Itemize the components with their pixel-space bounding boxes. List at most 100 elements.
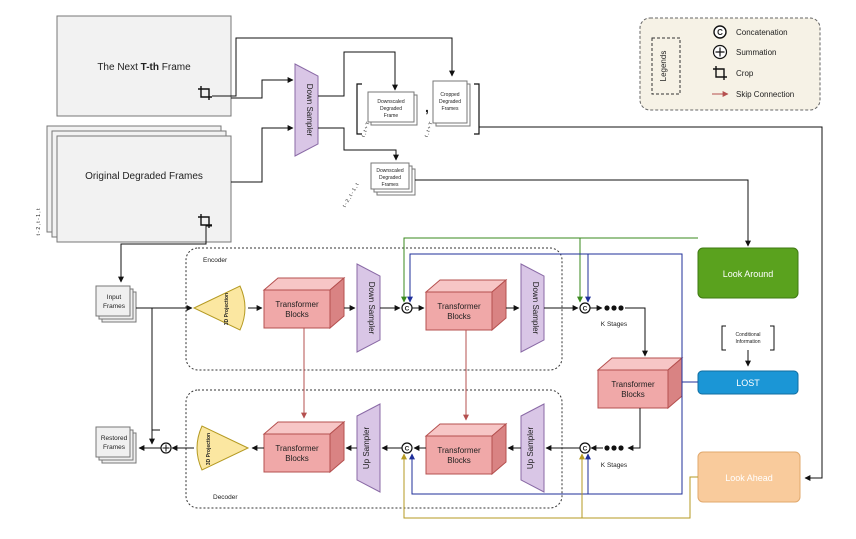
prev-downscaled-label-1: Downscaled bbox=[376, 168, 403, 174]
encoder-projection: 3D Projection bbox=[192, 285, 246, 331]
concat-icon: C bbox=[713, 25, 727, 39]
legend-skip-label: Skip Connection bbox=[736, 90, 794, 99]
concat-symbol: C bbox=[405, 446, 410, 453]
look-around-to-concat1-wire bbox=[401, 237, 698, 303]
decoder-stages-dots bbox=[604, 445, 624, 451]
look-ahead-to-dec-concat1-wire bbox=[401, 453, 698, 519]
decoder-block2-label-2: Blocks bbox=[447, 456, 471, 465]
decoder-concat-2: C bbox=[579, 442, 591, 454]
next-frame-label: The Next T-th Frame bbox=[97, 62, 191, 73]
prev-downscaled-to-look-around-wire bbox=[415, 179, 751, 247]
prev-downscaled-label-3: Frames bbox=[382, 182, 399, 188]
conditional-label-1: Conditional bbox=[735, 332, 760, 338]
decoder-up1-label: Up Sampler bbox=[362, 427, 371, 470]
prev-downscaled-index: t - 2 , t - 1 , t bbox=[342, 182, 361, 209]
prev-downscaled-group: Downscaled Degraded Frames t - 2 , t - 1… bbox=[342, 162, 416, 209]
sampler-to-downscaled-wire bbox=[318, 51, 398, 97]
sum-node bbox=[160, 442, 172, 454]
encoder-concat-1: C bbox=[401, 302, 413, 314]
conditional-label-2: Information bbox=[735, 339, 760, 345]
look-around-label: Look Around bbox=[723, 269, 774, 279]
crop-icon bbox=[198, 86, 212, 100]
lost-to-enc-concat2-wire bbox=[585, 253, 682, 303]
decoder-stages-label: K Stages bbox=[601, 462, 628, 469]
cropped-label-2: Degraded bbox=[439, 99, 461, 105]
encoder-block2-label-2: Blocks bbox=[447, 312, 471, 321]
concat-symbol: C bbox=[405, 306, 410, 313]
restored-frames: Restored Frames bbox=[95, 426, 137, 464]
decoder-block2-label-1: Transformer bbox=[437, 446, 481, 455]
encoder-stages-label: K Stages bbox=[601, 321, 628, 328]
bottleneck-label-2: Blocks bbox=[621, 390, 645, 399]
decoder-label: Decoder bbox=[213, 494, 238, 501]
bracket-to-look-ahead-wire bbox=[479, 126, 823, 481]
crop-to-input-wire bbox=[118, 225, 212, 283]
cropped-label-1: Cropped bbox=[440, 92, 459, 98]
lost-to-dec-concat1-wire bbox=[409, 382, 683, 495]
encoder-transformer-block-2: Transformer Blocks bbox=[424, 278, 508, 332]
cropped-label-3: Frames bbox=[442, 106, 459, 112]
legend-sum-label: Summation bbox=[736, 48, 776, 57]
top-down-sampler: Down Sampler bbox=[294, 63, 319, 157]
original-frames-label: Original Degraded Frames bbox=[85, 171, 203, 182]
decoder-up-sampler-2: Up Sampler bbox=[520, 403, 545, 493]
input-frames: Input Frames bbox=[95, 285, 137, 323]
decoder-region bbox=[185, 389, 563, 509]
lost-module: LOST bbox=[697, 370, 799, 395]
decoder-block1-label-2: Blocks bbox=[285, 454, 309, 463]
decoder-transformer-block-2: Transformer Blocks bbox=[424, 422, 508, 476]
encoder-label: Encoder bbox=[203, 257, 228, 264]
decoder-up-sampler-1: Up Sampler bbox=[356, 403, 381, 493]
look-ahead-module: Look Ahead bbox=[697, 451, 801, 503]
decoder-projection: 3D Projection bbox=[196, 425, 250, 471]
encoder-stages-dots bbox=[604, 305, 624, 311]
conditional-information: Conditional Information bbox=[721, 325, 775, 351]
prev-downscaled-label-2: Degraded bbox=[379, 175, 401, 181]
top-down-sampler-label: Down Sampler bbox=[305, 84, 314, 137]
concat-symbol: C bbox=[583, 446, 588, 453]
downscaled-label-1: Downscaled bbox=[377, 99, 404, 105]
bottleneck-to-decoder-wire bbox=[627, 408, 641, 451]
restored-frames-label-2: Frames bbox=[103, 444, 126, 451]
bottleneck-label-1: Transformer bbox=[611, 380, 655, 389]
restored-frames-label-1: Restored bbox=[101, 435, 128, 442]
lost-label: LOST bbox=[736, 378, 760, 388]
legend-panel: Legends C Concatenation Summation Crop S… bbox=[639, 17, 821, 111]
bottleneck-transformer-block: Transformer Blocks bbox=[596, 356, 684, 410]
crop-icon bbox=[713, 66, 727, 80]
bracket-group: Downscaled Degraded Frame , Cropped Degr… bbox=[356, 80, 480, 138]
bracket-index-right: t , t + T bbox=[424, 121, 435, 138]
encoder-down-sampler-1: Down Sampler bbox=[356, 263, 381, 353]
encoder-transformer-block-1: Transformer Blocks bbox=[262, 276, 346, 330]
input-frames-label-2: Frames bbox=[103, 303, 126, 310]
decoder-projection-label: 3D Projection bbox=[206, 433, 212, 465]
downscaled-label-2: Degraded bbox=[380, 106, 402, 112]
original-frames-stack: Original Degraded Frames t - 2 , t - 1 ,… bbox=[36, 125, 232, 243]
decoder-up2-label: Up Sampler bbox=[526, 427, 535, 470]
decoder-block1-label-1: Transformer bbox=[275, 444, 319, 453]
decoder-concat-1: C bbox=[401, 442, 413, 454]
next-frame-to-sampler-wire bbox=[231, 77, 294, 99]
encoder-block2-label-1: Transformer bbox=[437, 302, 481, 311]
encoder-block1-label-1: Transformer bbox=[275, 300, 319, 309]
legend-crop-label: Crop bbox=[736, 69, 754, 78]
sampler-to-prev-downscaled-wire bbox=[318, 127, 399, 161]
crop-icon bbox=[198, 214, 212, 228]
input-frames-label-1: Input bbox=[107, 294, 122, 301]
downscaled-label-3: Frame bbox=[384, 113, 399, 119]
sum-icon bbox=[712, 44, 728, 60]
encoder-projection-label: 3D Projection bbox=[224, 293, 230, 325]
look-ahead-label: Look Ahead bbox=[725, 473, 773, 483]
svg-text:C: C bbox=[717, 28, 723, 37]
original-to-sampler-wire bbox=[231, 125, 294, 183]
concat-symbol: C bbox=[583, 306, 588, 313]
encoder-block1-label-2: Blocks bbox=[285, 310, 309, 319]
bracket-index-left: t , t + T bbox=[361, 121, 372, 138]
legend-title: Legends bbox=[659, 51, 668, 82]
legend-concat-label: Concatenation bbox=[736, 28, 788, 37]
encoder-down-sampler-2: Down Sampler bbox=[520, 263, 545, 353]
encoder-down2-label: Down Sampler bbox=[531, 282, 540, 335]
original-frames-index: t - 2 , t - 1 , t bbox=[36, 208, 42, 236]
input-skip-vertical-wire bbox=[151, 308, 160, 431]
next-frame-box: The Next T-th Frame bbox=[56, 15, 232, 117]
